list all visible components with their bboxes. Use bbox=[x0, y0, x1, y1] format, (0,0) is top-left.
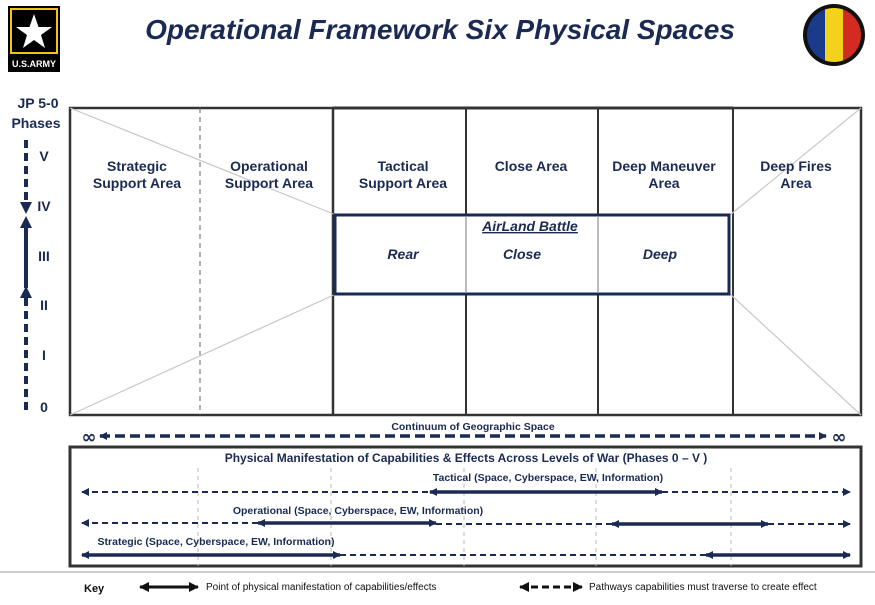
strategic-row-label: Strategic (Space, Cyberspace, EW, Inform… bbox=[98, 536, 335, 548]
airland-battle-box bbox=[333, 213, 731, 296]
manifestation-frame bbox=[68, 445, 863, 568]
arrow-icon bbox=[20, 216, 32, 228]
area-deep-fires-line1: Deep Fires bbox=[760, 158, 832, 174]
phase-label-iv: IV bbox=[37, 198, 51, 214]
phase-label-ii: II bbox=[40, 297, 48, 313]
area-deep-maneuver-line2: Area bbox=[648, 175, 679, 191]
airland-close: Close bbox=[503, 246, 541, 262]
manifestation-title: Physical Manifestation of Capabilities &… bbox=[225, 451, 708, 465]
arrow-icon bbox=[20, 286, 32, 298]
regimental-seal bbox=[803, 4, 865, 66]
army-star-logo: U.S.ARMY bbox=[8, 6, 60, 72]
area-tactical-support-line1: Tactical bbox=[377, 158, 428, 174]
area-operational-support-line1: Operational bbox=[230, 158, 308, 174]
continuum-label: Continuum of Geographic Space bbox=[391, 421, 555, 433]
logo-text: U.S.ARMY bbox=[12, 59, 56, 69]
area-close-line1: Close Area bbox=[495, 158, 568, 174]
arrow-icon bbox=[20, 202, 32, 214]
airland-deep: Deep bbox=[643, 246, 678, 262]
phase-label-iii: III bbox=[38, 248, 50, 264]
airland-battle-title: AirLand Battle bbox=[481, 218, 578, 234]
area-deep-maneuver-line1: Deep Maneuver bbox=[612, 158, 716, 174]
perspective-lines bbox=[69, 107, 862, 416]
page-title: Operational Framework Six Physical Space… bbox=[145, 14, 735, 45]
area-strategic-support-line2: Support Area bbox=[93, 175, 181, 191]
infinity-left: ∞ bbox=[82, 427, 97, 448]
area-deep-fires-line2: Area bbox=[780, 175, 811, 191]
infinity-right: ∞ bbox=[832, 427, 847, 448]
airland-rear: Rear bbox=[387, 246, 420, 262]
key-solid-label: Point of physical manifestation of capab… bbox=[206, 582, 437, 593]
area-operational-support-line2: Support Area bbox=[225, 175, 313, 191]
phase-label-i: I bbox=[42, 347, 46, 363]
operational-row-label: Operational (Space, Cyberspace, EW, Info… bbox=[233, 505, 483, 517]
phases-title-line1: JP 5-0 bbox=[18, 95, 59, 111]
manifestation-gridlines bbox=[197, 468, 732, 566]
phase-label-v: V bbox=[39, 148, 49, 164]
phase-label-0: 0 bbox=[40, 399, 48, 415]
area-strategic-support-line1: Strategic bbox=[107, 158, 167, 174]
tactical-row-label: Tactical (Space, Cyberspace, EW, Informa… bbox=[433, 472, 663, 484]
key-label: Key bbox=[84, 583, 105, 595]
phases-title-line2: Phases bbox=[11, 115, 60, 131]
area-tactical-support-line2: Support Area bbox=[359, 175, 447, 191]
key-dashed-label: Pathways capabilities must traverse to c… bbox=[589, 582, 817, 593]
phase-arrows bbox=[20, 140, 32, 412]
